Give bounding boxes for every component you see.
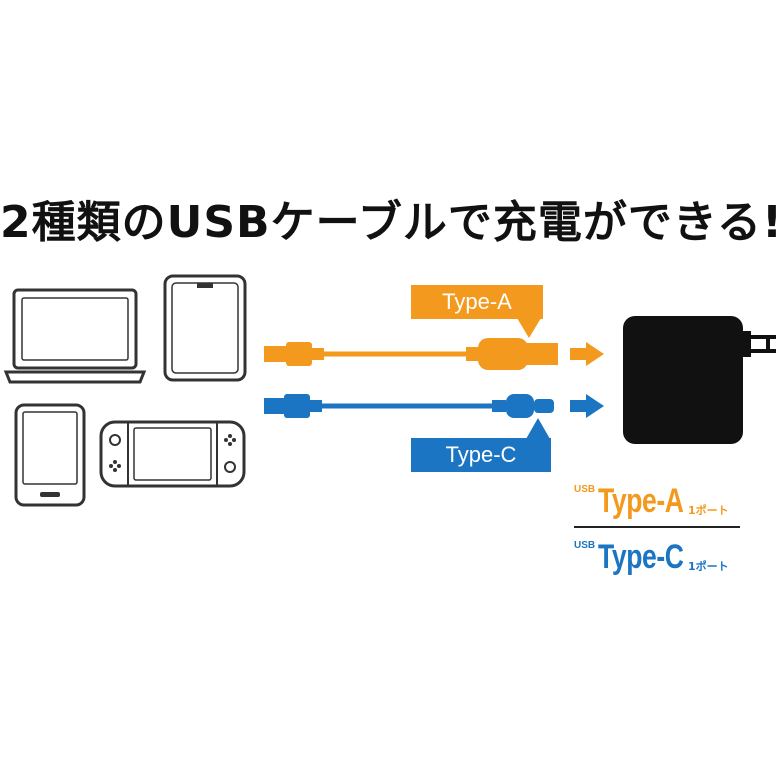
legend-port-count: 1ポート bbox=[688, 560, 729, 573]
usb-a-cable-icon bbox=[264, 338, 558, 370]
type-c-label: Type-C bbox=[445, 442, 517, 467]
legend-type-c: USB Type-C 1ポート bbox=[574, 534, 744, 578]
headline: 2種類のUSBケーブルで充電ができる! bbox=[0, 197, 780, 248]
callout-type-a bbox=[411, 285, 543, 338]
arrow-right-icon bbox=[570, 394, 604, 418]
tablet-icon bbox=[163, 274, 247, 382]
smartphone-icon bbox=[14, 403, 86, 507]
arrow-right-icon bbox=[570, 342, 604, 366]
callout-type-c bbox=[411, 418, 551, 472]
type-a-label: Type-A bbox=[442, 289, 512, 314]
legend-port-count: 1ポート bbox=[688, 504, 729, 517]
ac-adapter-icon bbox=[623, 316, 776, 444]
game-console-icon bbox=[99, 420, 246, 488]
legend-type-a: USB Type-A 1ポート bbox=[574, 478, 744, 522]
laptop-icon bbox=[3, 288, 147, 384]
legend-type-c-name: Type-C bbox=[598, 538, 684, 576]
legend-type-a-name: Type-A bbox=[598, 482, 684, 520]
legend-usb-prefix: USB bbox=[574, 540, 596, 551]
legend-usb-prefix: USB bbox=[574, 484, 596, 495]
usb-c-cable-icon bbox=[264, 394, 554, 418]
legend-divider bbox=[574, 526, 740, 528]
